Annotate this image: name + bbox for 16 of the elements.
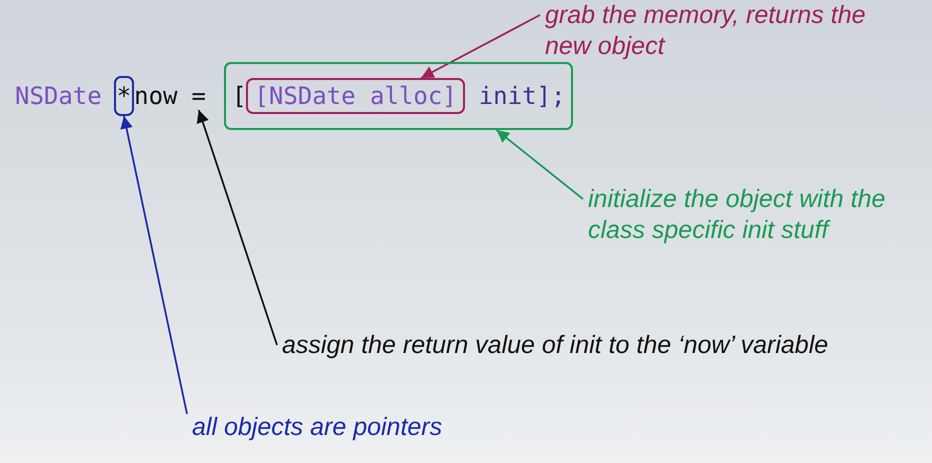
- code-text: now: [134, 82, 178, 110]
- leader-arrow: [120, 116, 188, 414]
- leader-arrow: [196, 110, 278, 346]
- annotation-text: all objects are pointers: [192, 412, 442, 443]
- highlight-box: [NSDate alloc]: [246, 78, 465, 114]
- code-text: init];: [478, 82, 566, 110]
- highlight-box: *: [114, 76, 134, 116]
- annotation-text: assign the return value of init to the ‘now’ variable: [282, 330, 828, 361]
- highlight-box: [224, 62, 574, 130]
- annotation-text: grab the memory, returns the new object: [545, 0, 890, 62]
- code-text: NSDate: [15, 82, 102, 110]
- code-text: [: [232, 82, 246, 110]
- leader-arrow: [420, 14, 540, 79]
- annotation-text: initialize the object with the class specific init stuff: [588, 184, 932, 246]
- code-text: =: [192, 82, 206, 110]
- leader-arrow: [496, 129, 584, 200]
